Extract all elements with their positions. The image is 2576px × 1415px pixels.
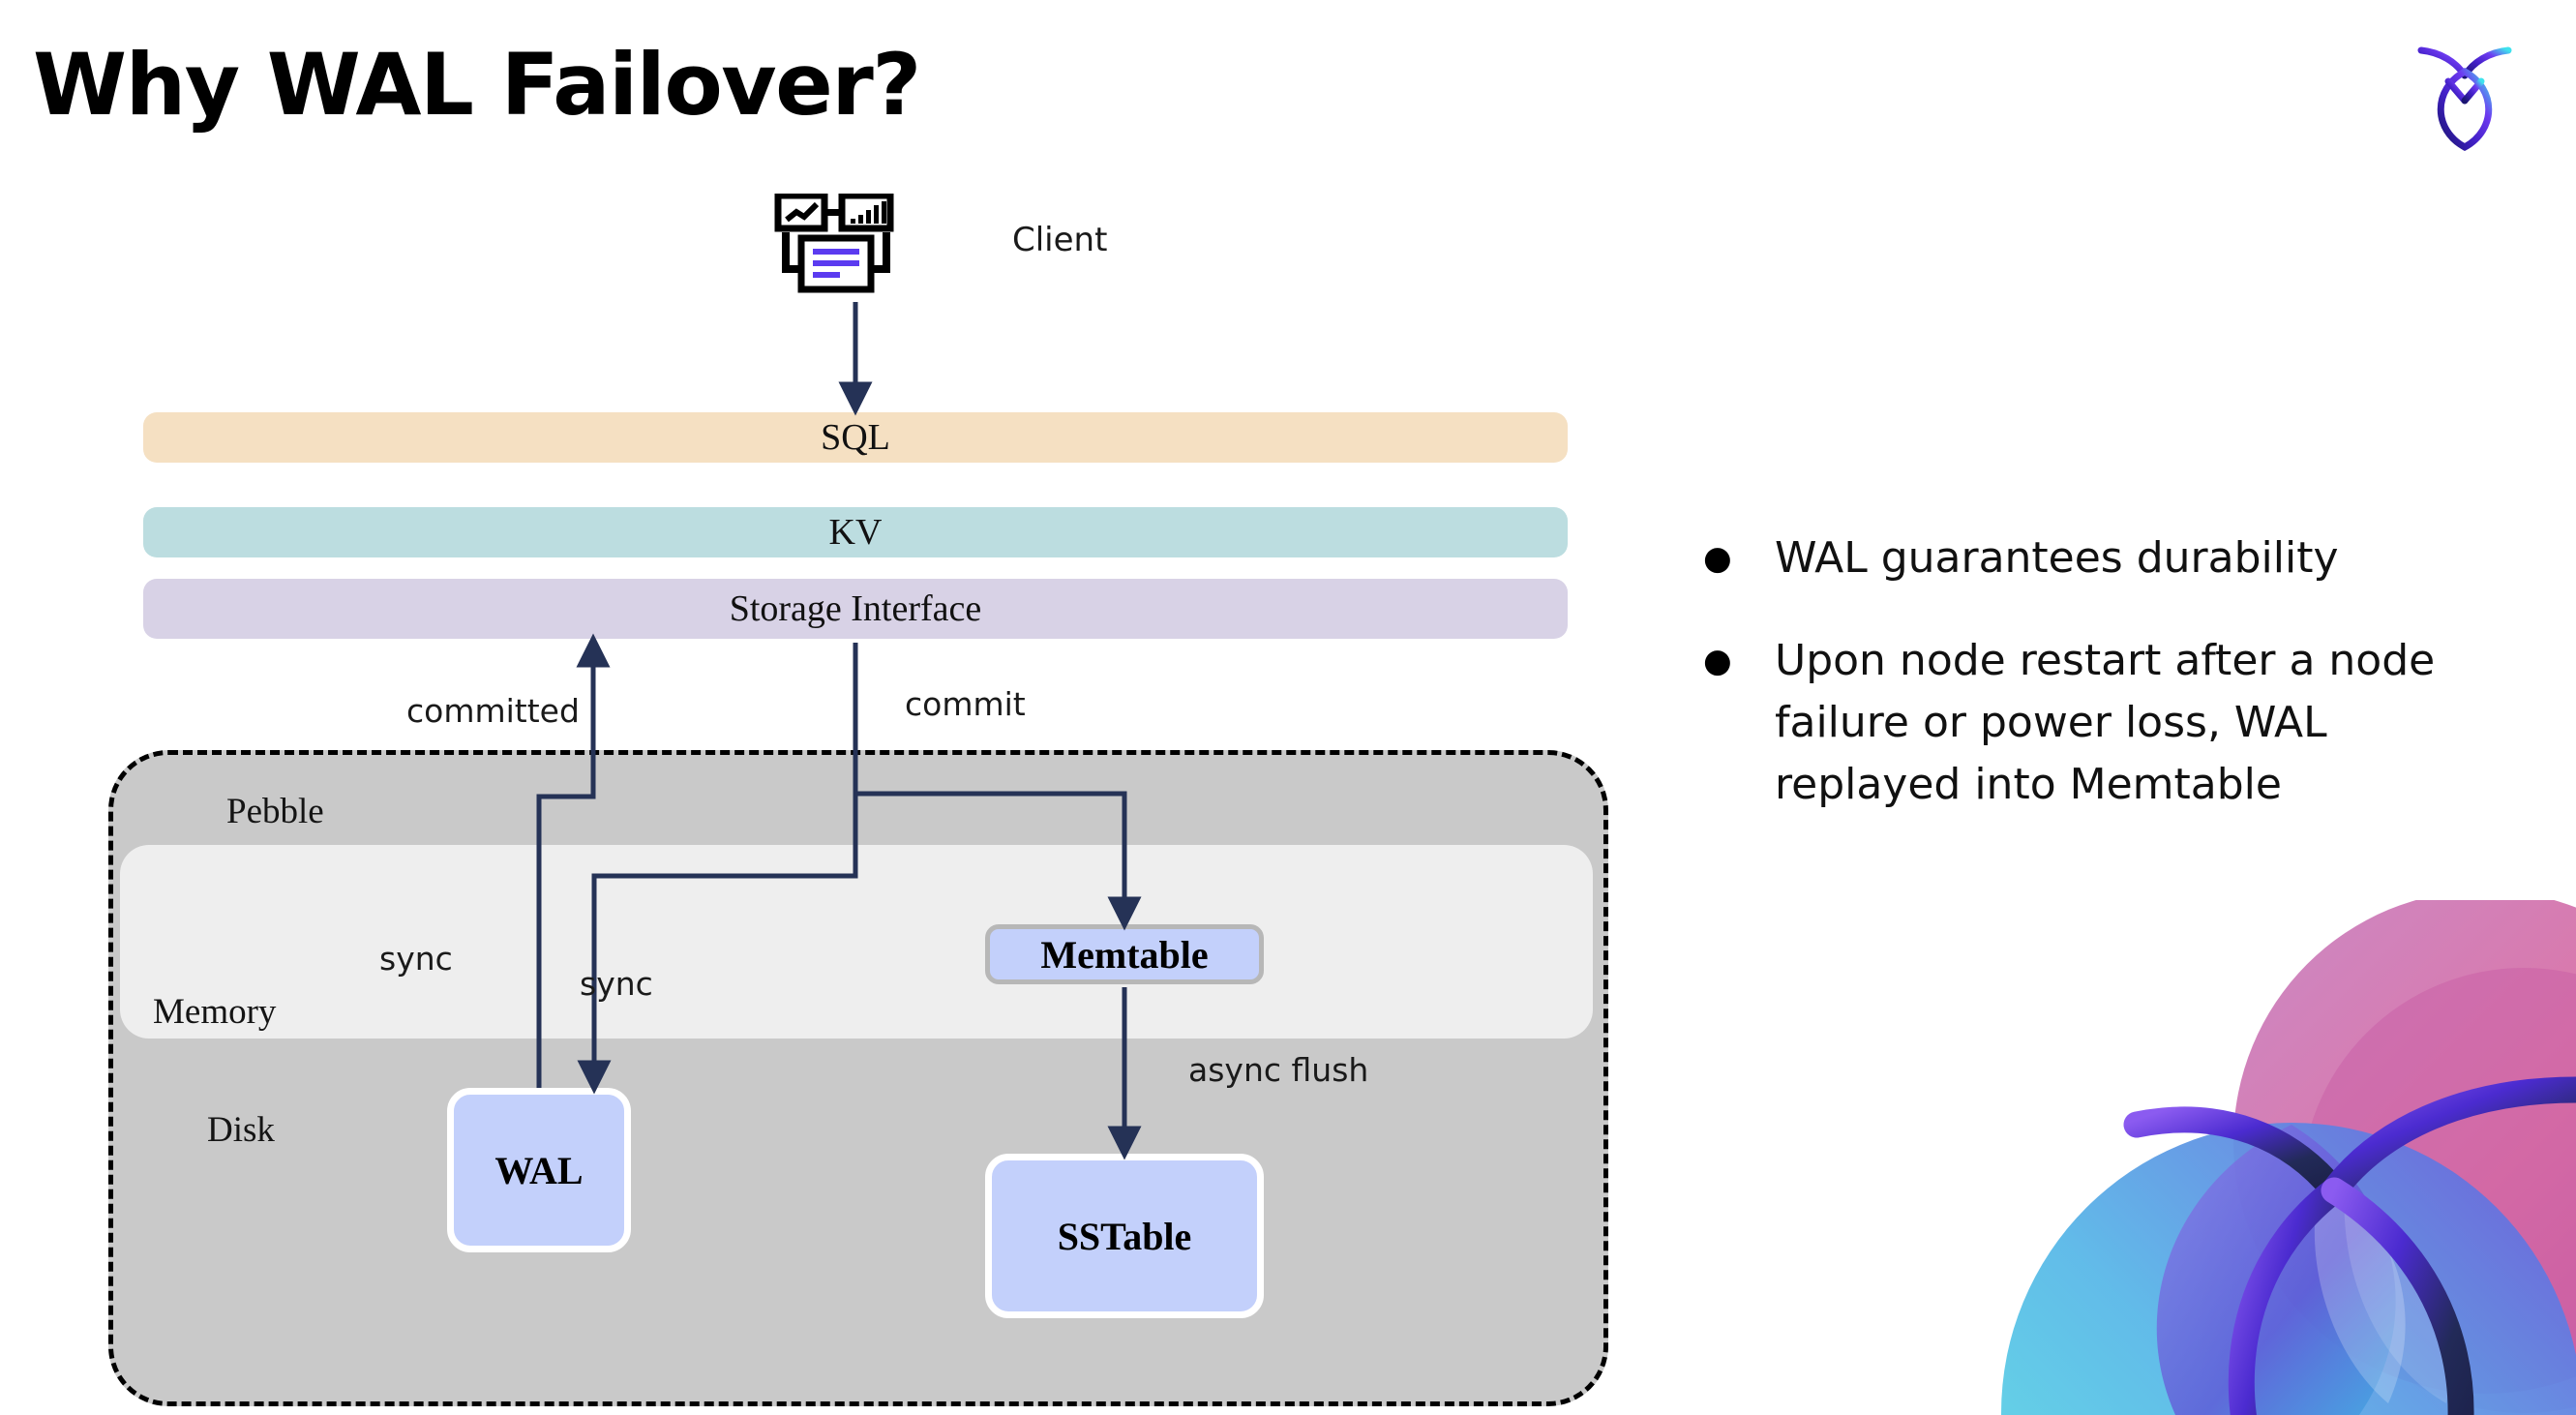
bullet-marker-icon: ● [1703,642,1732,680]
node-label-memtable: Memtable [1040,932,1209,977]
cockroach-decorative-mark-icon [1943,900,2576,1415]
client-dashboard-icon [774,192,929,300]
node-memtable: Memtable [985,924,1264,984]
edge-label-sync-right: sync [580,965,653,1003]
client-label: Client [1012,221,1108,259]
layer-bar-kv: KV [143,507,1568,557]
list-item: ● WAL guarantees durability [1703,527,2506,589]
memory-label: Memory [153,992,277,1032]
bullet-marker-icon: ● [1703,539,1732,578]
layer-bar-storage-interface: Storage Interface [143,579,1568,639]
edge-label-async-flush: async flush [1188,1051,1369,1089]
edge-label-sync-left: sync [379,940,453,978]
layer-label-sql: SQL [821,417,890,458]
pebble-label: Pebble [226,792,324,831]
page-title: Why WAL Failover? [33,35,921,135]
layer-bar-sql: SQL [143,412,1568,463]
node-label-sstable: SSTable [1057,1214,1192,1258]
edge-label-committed: committed [406,692,580,730]
edge-label-commit: commit [905,685,1026,723]
node-label-wal: WAL [494,1148,584,1192]
layer-label-kv: KV [828,512,883,553]
node-sstable: SSTable [985,1154,1264,1318]
bullet-text: Upon node restart after a node failure o… [1775,636,2436,809]
layer-label-storage-interface: Storage Interface [729,588,982,629]
memory-zone [120,845,1593,1039]
node-wal: WAL [447,1088,631,1252]
bullet-list: ● WAL guarantees durability ● Upon node … [1703,527,2506,857]
bullet-text: WAL guarantees durability [1775,533,2339,583]
disk-label: Disk [207,1110,275,1150]
list-item: ● Upon node restart after a node failure… [1703,630,2506,816]
cockroach-logo-icon [2411,29,2518,155]
